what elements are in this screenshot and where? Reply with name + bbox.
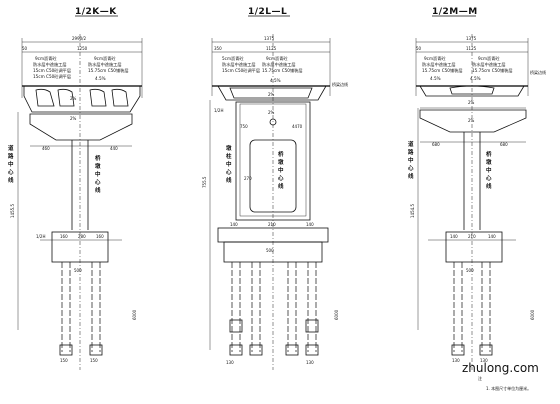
note-k-l3: 15cm C50砼调平层 [33, 67, 71, 74]
note-l-r2: 防水层中途施工层 [262, 61, 296, 68]
dim-m-cap-a: 140 [450, 234, 458, 239]
dim-l-cap-a: 140 [230, 222, 238, 227]
watermark-text: zhulong.com [462, 361, 539, 375]
dim-m-cap-b: 210 [468, 234, 476, 239]
dim-l-pile-len: 6000 [334, 309, 339, 320]
note-m-l1: 9cm沥青砼 [424, 55, 446, 62]
dim-cap-c: 160 [96, 234, 104, 239]
dim-deck: 1250 [77, 46, 88, 51]
label-l-left-elev: 1/2H [214, 108, 223, 113]
dim-pile-b: 150 [90, 358, 98, 363]
label-l-center: 桥墩中心线 [278, 150, 284, 190]
note-l-r3: 15.75cm C50铺装层 [262, 67, 303, 74]
note-l-l2: 防水层中途施工层 [222, 61, 256, 68]
dim-cap-b: 280 [78, 234, 86, 239]
dim-m-overall: 1375 [466, 36, 477, 41]
note-l-l3: 15cm C50砼调平层 [222, 67, 260, 74]
note-k-r1: 9cm沥青砼 [94, 55, 116, 62]
note-m-l3: 15.75cm C50铺装层 [422, 67, 463, 74]
dim-left: 50 [22, 46, 28, 51]
label-l-slope2: 2% [268, 110, 275, 115]
dim-overall: 2990/2 [72, 36, 87, 41]
note-k-l4: 15cm C50砼调平层 [33, 73, 71, 80]
dim-l-overall: 1375 [264, 36, 275, 41]
dim-pier-left: 460 [42, 146, 50, 151]
dim-m-cap-c: 140 [488, 234, 496, 239]
dim-height: 1455.5 [10, 204, 15, 218]
dim-l-web: 270 [244, 176, 252, 181]
dim-l-height: 755.5 [202, 176, 207, 188]
note-m-r3: 15.75cm C50铺装层 [472, 67, 513, 74]
dim-footing: 500 [74, 268, 82, 273]
dim-l-pier-left: 750 [240, 124, 248, 129]
note-m-l2: 防水层中途施工层 [422, 61, 456, 68]
dim-m-pier-right: 680 [500, 142, 508, 147]
section-m: 1/2M—M 1375 1125 50 9cm沥青砼 防水层中途施工层 15.7… [408, 7, 546, 370]
dim-l-pile-a: 130 [226, 360, 234, 365]
note-m-r4: 4.5% [470, 76, 481, 81]
dim-m-pier-left: 680 [432, 142, 440, 147]
note-l-l1: 5cm沥青砼 [222, 55, 244, 62]
label-k-center: 桥墩中心线 [95, 154, 101, 194]
label-k-axis: 道路中心线 [8, 144, 14, 184]
dim-m-pile-a: 130 [452, 358, 460, 363]
dim-l-side: 350 [214, 46, 222, 51]
section-m-title: 1/2M—M [432, 7, 478, 17]
footnote-title: 注 [478, 375, 482, 381]
section-k-title: 1/2K—K [75, 7, 117, 17]
label-m-slope2: 2% [468, 118, 475, 123]
label-k-slope2: 2% [70, 116, 77, 121]
note-m-l4: 4.5% [430, 76, 441, 81]
note-m-r2: 防水层中途施工层 [472, 61, 506, 68]
dim-m-height: 1454.5 [410, 204, 415, 218]
note-l-l4: 4.5% [270, 78, 281, 83]
dim-m-deck: 1125 [466, 46, 477, 51]
note-l-r1: 9cm沥青砼 [266, 55, 288, 62]
label-m-center: 桥墩中心线 [486, 150, 492, 190]
dim-l-pile-b: 130 [306, 360, 314, 365]
label-l-edge: 桥梁边线 [332, 81, 348, 87]
section-l-title: 1/2L—L [248, 7, 287, 17]
note-k-r3: 15.75cm C50铺装层 [88, 67, 129, 74]
dim-m-pile-b: 130 [480, 358, 488, 363]
label-l-side: 墩柱中心线 [226, 144, 232, 184]
label-m-slope1: 2% [468, 100, 475, 105]
dim-m-pile-len: 6000 [530, 309, 535, 320]
label-l-slope1: 2% [268, 92, 275, 97]
note-k-l1: 9cm沥青砼 [35, 55, 57, 62]
dim-l-pier-right: 4470 [292, 124, 303, 129]
label-m-axis: 道路中心线 [408, 140, 414, 180]
label-k-slope1: 2% [70, 96, 77, 101]
dim-l-cap-b: 210 [268, 222, 276, 227]
dim-m-left: 50 [416, 46, 422, 51]
label-k-bottom: 1/2H [36, 234, 45, 239]
dim-l-deck: 1125 [266, 46, 277, 51]
dim-m-footing: 500 [466, 268, 474, 273]
dim-cap-a: 160 [60, 234, 68, 239]
dim-l-cap-c: 140 [306, 222, 314, 227]
footnote-text: 1. 本图尺寸单位为厘米。 [486, 385, 531, 391]
dim-pile-len: 6000 [132, 309, 137, 320]
section-k: 1/2K—K 2990/2 1250 50 9cm沥青砼 防水层中途施工层 15… [8, 7, 143, 370]
note-k-r2: 防水层中途施工层 [88, 61, 122, 68]
note-k-l2: 防水层中途施工层 [33, 61, 67, 68]
note-m-r1: 9cm沥青砼 [478, 55, 500, 62]
dim-pile-a: 150 [60, 358, 68, 363]
section-l: 1/2L—L 1375 1125 350 5cm沥青砼 防水层中途施工层 15c… [202, 7, 348, 370]
note-k-r4: 4.5% [95, 76, 106, 81]
dim-l-footing: 500 [266, 248, 274, 253]
label-m-edge: 桥梁边线 [530, 69, 546, 75]
dim-pier-right: 440 [110, 146, 118, 151]
